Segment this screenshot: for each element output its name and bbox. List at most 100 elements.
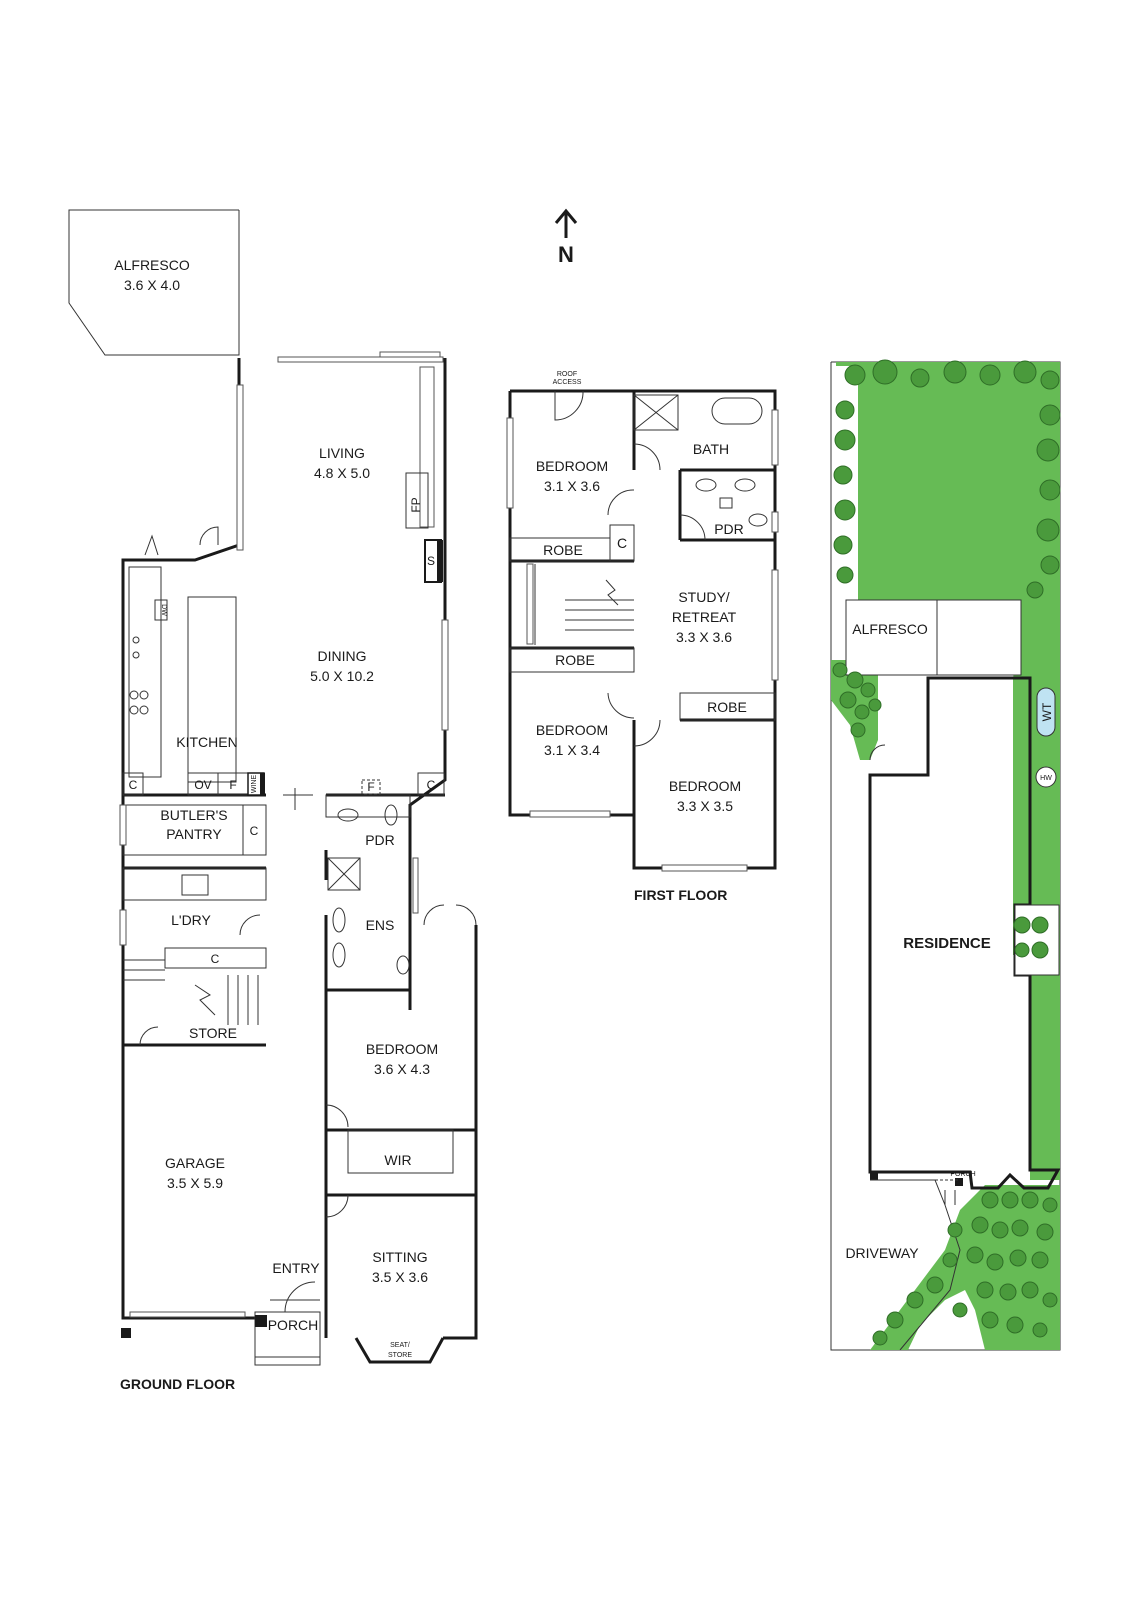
ff-bedroom2-name: BEDROOM: [536, 722, 608, 738]
garden-tree: [979, 364, 1001, 386]
ff-cupboard-label: C: [617, 535, 627, 551]
garden-tree: [1032, 1322, 1048, 1338]
ff-bedroom2-size: 3.1 X 3.4: [544, 742, 600, 758]
ff-robe1-name: ROBE: [543, 542, 583, 558]
garden-tree: [1031, 1251, 1049, 1269]
ff-bedroom3-size: 3.3 X 3.5: [677, 798, 733, 814]
site-porch-label: PORCH: [950, 1171, 975, 1178]
hot-water-label: HW: [1040, 775, 1052, 782]
garden-tree: [836, 566, 854, 584]
garden-tree: [872, 359, 898, 385]
kitchen-name: KITCHEN: [176, 734, 237, 750]
water-tank: [1036, 687, 1056, 737]
oven-label: OV: [194, 778, 211, 792]
first-floor-caption: FIRST FLOOR: [634, 887, 727, 903]
garden-tree: [868, 698, 882, 712]
kitchen-island: [187, 596, 237, 783]
garden-tree: [833, 535, 853, 555]
garden-tree: [834, 499, 856, 521]
garden-tree: [910, 368, 930, 388]
seat-store-line1: SEAT/: [390, 1342, 410, 1349]
garage-size: 3.5 X 5.9: [167, 1175, 223, 1191]
garden-tree: [1013, 916, 1031, 934]
garage-name: GARAGE: [165, 1155, 225, 1171]
ff-pdr-name: PDR: [714, 521, 744, 537]
dining-size: 5.0 X 10.2: [310, 668, 374, 684]
garden-tree: [1021, 1281, 1039, 1299]
seat-store-line2: STORE: [388, 1352, 412, 1359]
garden-tree: [976, 1281, 994, 1299]
garden-tree: [1011, 1219, 1029, 1237]
driveway-label: DRIVEWAY: [845, 1245, 919, 1261]
water-tank-label: WT: [1040, 702, 1054, 721]
pdr-cupboard-label: C: [427, 778, 436, 792]
garden-tree: [833, 465, 853, 485]
laundry-cupboard-label: C: [211, 952, 220, 966]
garden-tree: [1042, 1292, 1058, 1308]
garden-tree: [1039, 479, 1061, 501]
ground-floor-plan: FP S DW C OV F WINE C C: [68, 209, 478, 1392]
garden-tree: [1036, 438, 1060, 462]
store-name: STORE: [189, 1025, 237, 1041]
dishwasher-label: DW: [160, 604, 167, 616]
garden-tree: [850, 722, 866, 738]
first-floor-plan: ROOF ACCESS BEDROOM 3.1 X 3.6 BATH PDR R…: [506, 371, 779, 903]
garden-tree: [834, 429, 856, 451]
ff-study-line1: STUDY/: [678, 589, 729, 605]
garden-tree: [844, 364, 866, 386]
garden-tree: [1039, 404, 1061, 426]
site-alfresco-label: ALFRESCO: [852, 621, 928, 637]
entry-name: ENTRY: [272, 1260, 320, 1276]
site-plan: WT HW ALFRESCO RESIDENCE DRIVEWAY PORCH: [830, 359, 1061, 1351]
sitting-size: 3.5 X 3.6: [372, 1269, 428, 1285]
roof-access-line2: ACCESS: [553, 379, 582, 386]
storage-label: S: [427, 554, 435, 568]
garden-tree: [1031, 941, 1049, 959]
north-compass: N: [554, 208, 578, 267]
ff-bedroom1-size: 3.1 X 3.6: [544, 478, 600, 494]
garden-tree: [943, 360, 967, 384]
garden-tree: [906, 1291, 924, 1309]
garden-tree: [854, 704, 870, 720]
garden-tree: [860, 682, 876, 698]
butlers-pantry-line1: BUTLER'S: [160, 807, 227, 823]
garden-tree: [1036, 518, 1060, 542]
pantry-cupboard-label: C: [250, 824, 259, 838]
kitchen-cupboard-label: C: [129, 778, 138, 792]
ff-study-line2: RETREAT: [672, 609, 737, 625]
garden-tree: [886, 1311, 904, 1329]
garden-tree: [947, 1222, 963, 1238]
garden-tree: [832, 662, 848, 678]
garden-tree: [1040, 370, 1060, 390]
fireplace-label: FP: [409, 497, 423, 512]
garden-tree: [986, 1253, 1004, 1271]
garden-tree: [1040, 555, 1060, 575]
hot-water-unit: [1035, 766, 1057, 788]
ff-bedroom1-name: BEDROOM: [536, 458, 608, 474]
garden-tree: [1042, 1197, 1058, 1213]
pdr-fridge-label: F: [367, 780, 374, 794]
ff-study-size: 3.3 X 3.6: [676, 629, 732, 645]
ground-floor-caption: GROUND FLOOR: [120, 1376, 235, 1392]
garden-tree: [1021, 1191, 1039, 1209]
garden-tree: [1001, 1191, 1019, 1209]
garden-tree: [991, 1221, 1009, 1239]
garden-tree: [981, 1191, 999, 1209]
garden-tree: [966, 1246, 984, 1264]
garden-tree: [1031, 916, 1049, 934]
garden-tree: [1009, 1249, 1027, 1267]
fireplace: [405, 472, 429, 529]
alfresco-outline: [68, 209, 240, 356]
living-name: LIVING: [319, 445, 365, 461]
wine-label: WINE: [251, 775, 258, 794]
dining-name: DINING: [318, 648, 367, 664]
garden-tree: [1036, 1223, 1054, 1241]
residence-label: RESIDENCE: [903, 935, 991, 952]
ff-robe3-name: ROBE: [707, 699, 747, 715]
garden-tree: [846, 671, 864, 689]
ff-robe2-name: ROBE: [555, 652, 595, 668]
garden-tree: [942, 1252, 958, 1268]
garden-tree: [839, 691, 857, 709]
pdr-name: PDR: [365, 832, 395, 848]
